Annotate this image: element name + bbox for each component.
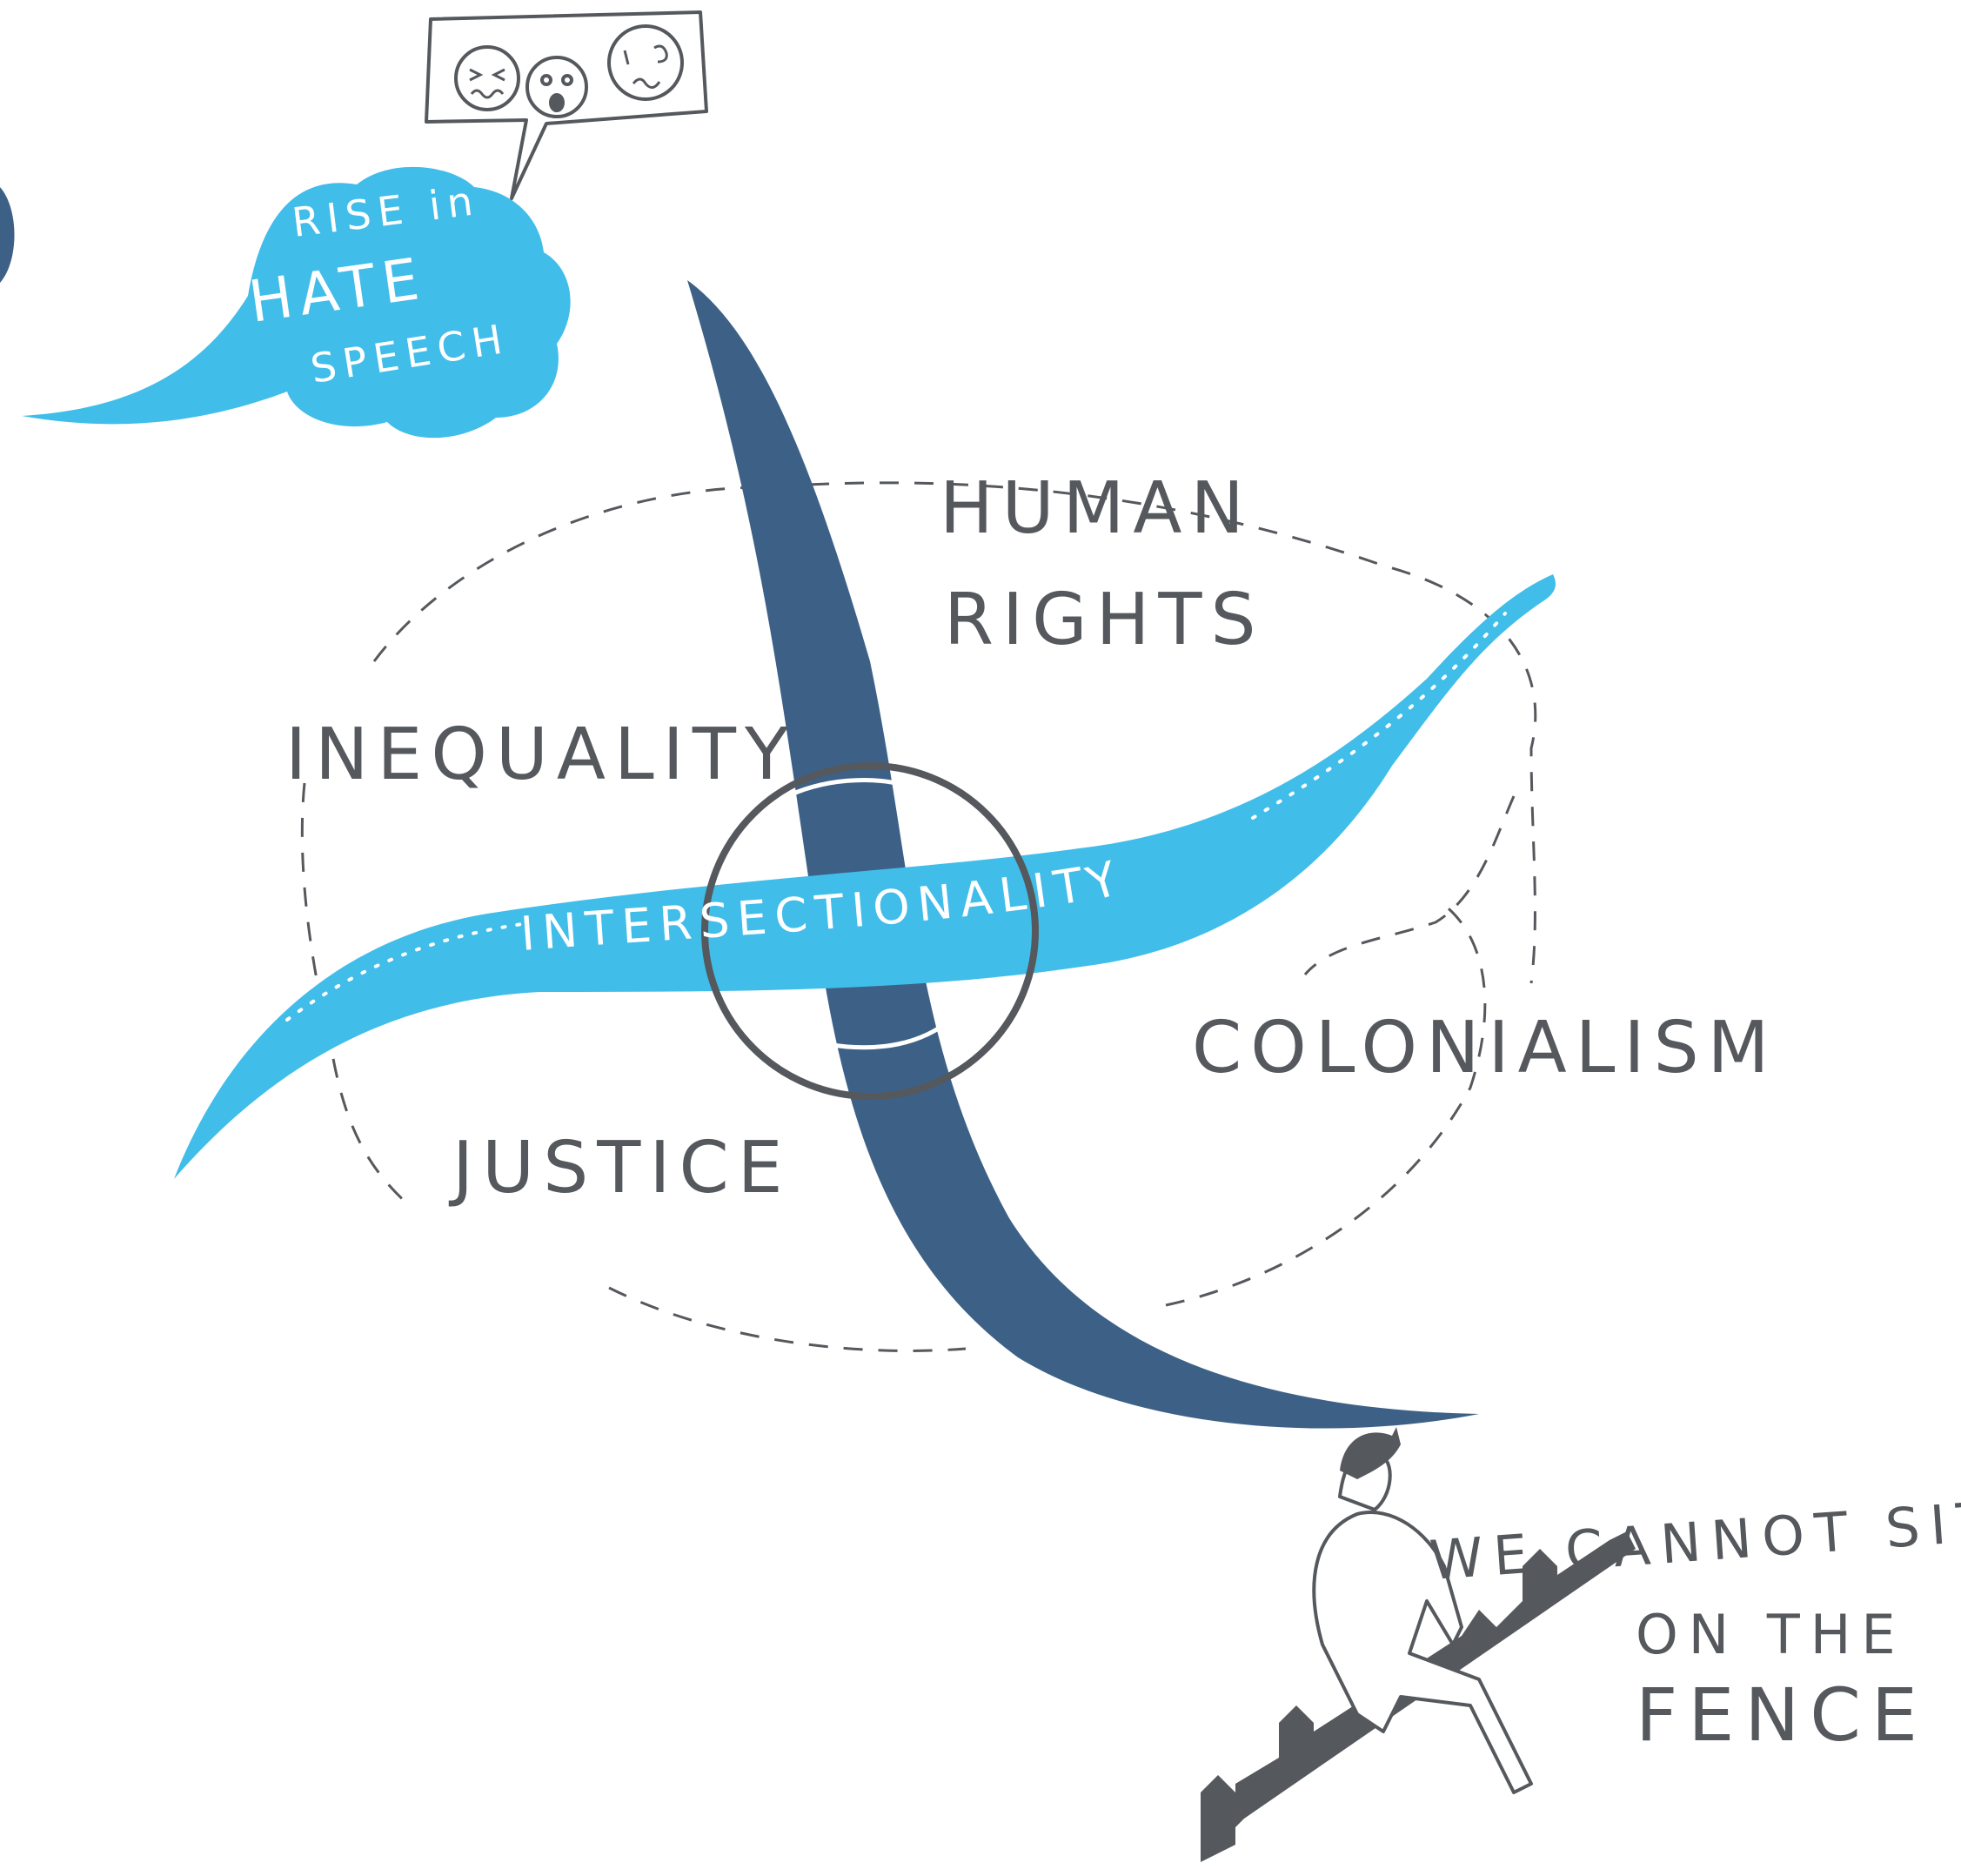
colonialism-label: COLONIALISM — [1192, 1007, 1777, 1089]
center-circle — [701, 762, 1039, 1100]
shocked-face-icon — [525, 56, 588, 118]
dark-blue-band — [687, 280, 1479, 1429]
edge-shape — [0, 187, 15, 283]
intersectionality-banner — [174, 574, 1556, 1179]
hate-speech-cloud: RISE in HATE SPEECH — [22, 166, 571, 439]
emotion-faces-bubble — [425, 10, 708, 200]
fence-caption-line1: WE CANNOT SIT — [1428, 1489, 1961, 1592]
person-on-fence-illustration — [1201, 1427, 1636, 1862]
justice-label: JUSTICE — [448, 1127, 792, 1209]
hair-icon — [1340, 1427, 1401, 1479]
fence-caption-line3: FENCE — [1636, 1672, 1928, 1758]
human-rights-label-line1: HUMAN — [940, 467, 1253, 550]
worried-face-icon — [607, 24, 684, 101]
human-rights-label-line2: RIGHTS — [944, 579, 1265, 661]
fence-caption-line2: ON THE — [1636, 1603, 1906, 1666]
angry-face-icon — [454, 45, 520, 111]
banner-dots — [285, 612, 1507, 1022]
person-body-icon — [1312, 1511, 1533, 1794]
inequality-label: INEQUALITY — [285, 714, 797, 796]
